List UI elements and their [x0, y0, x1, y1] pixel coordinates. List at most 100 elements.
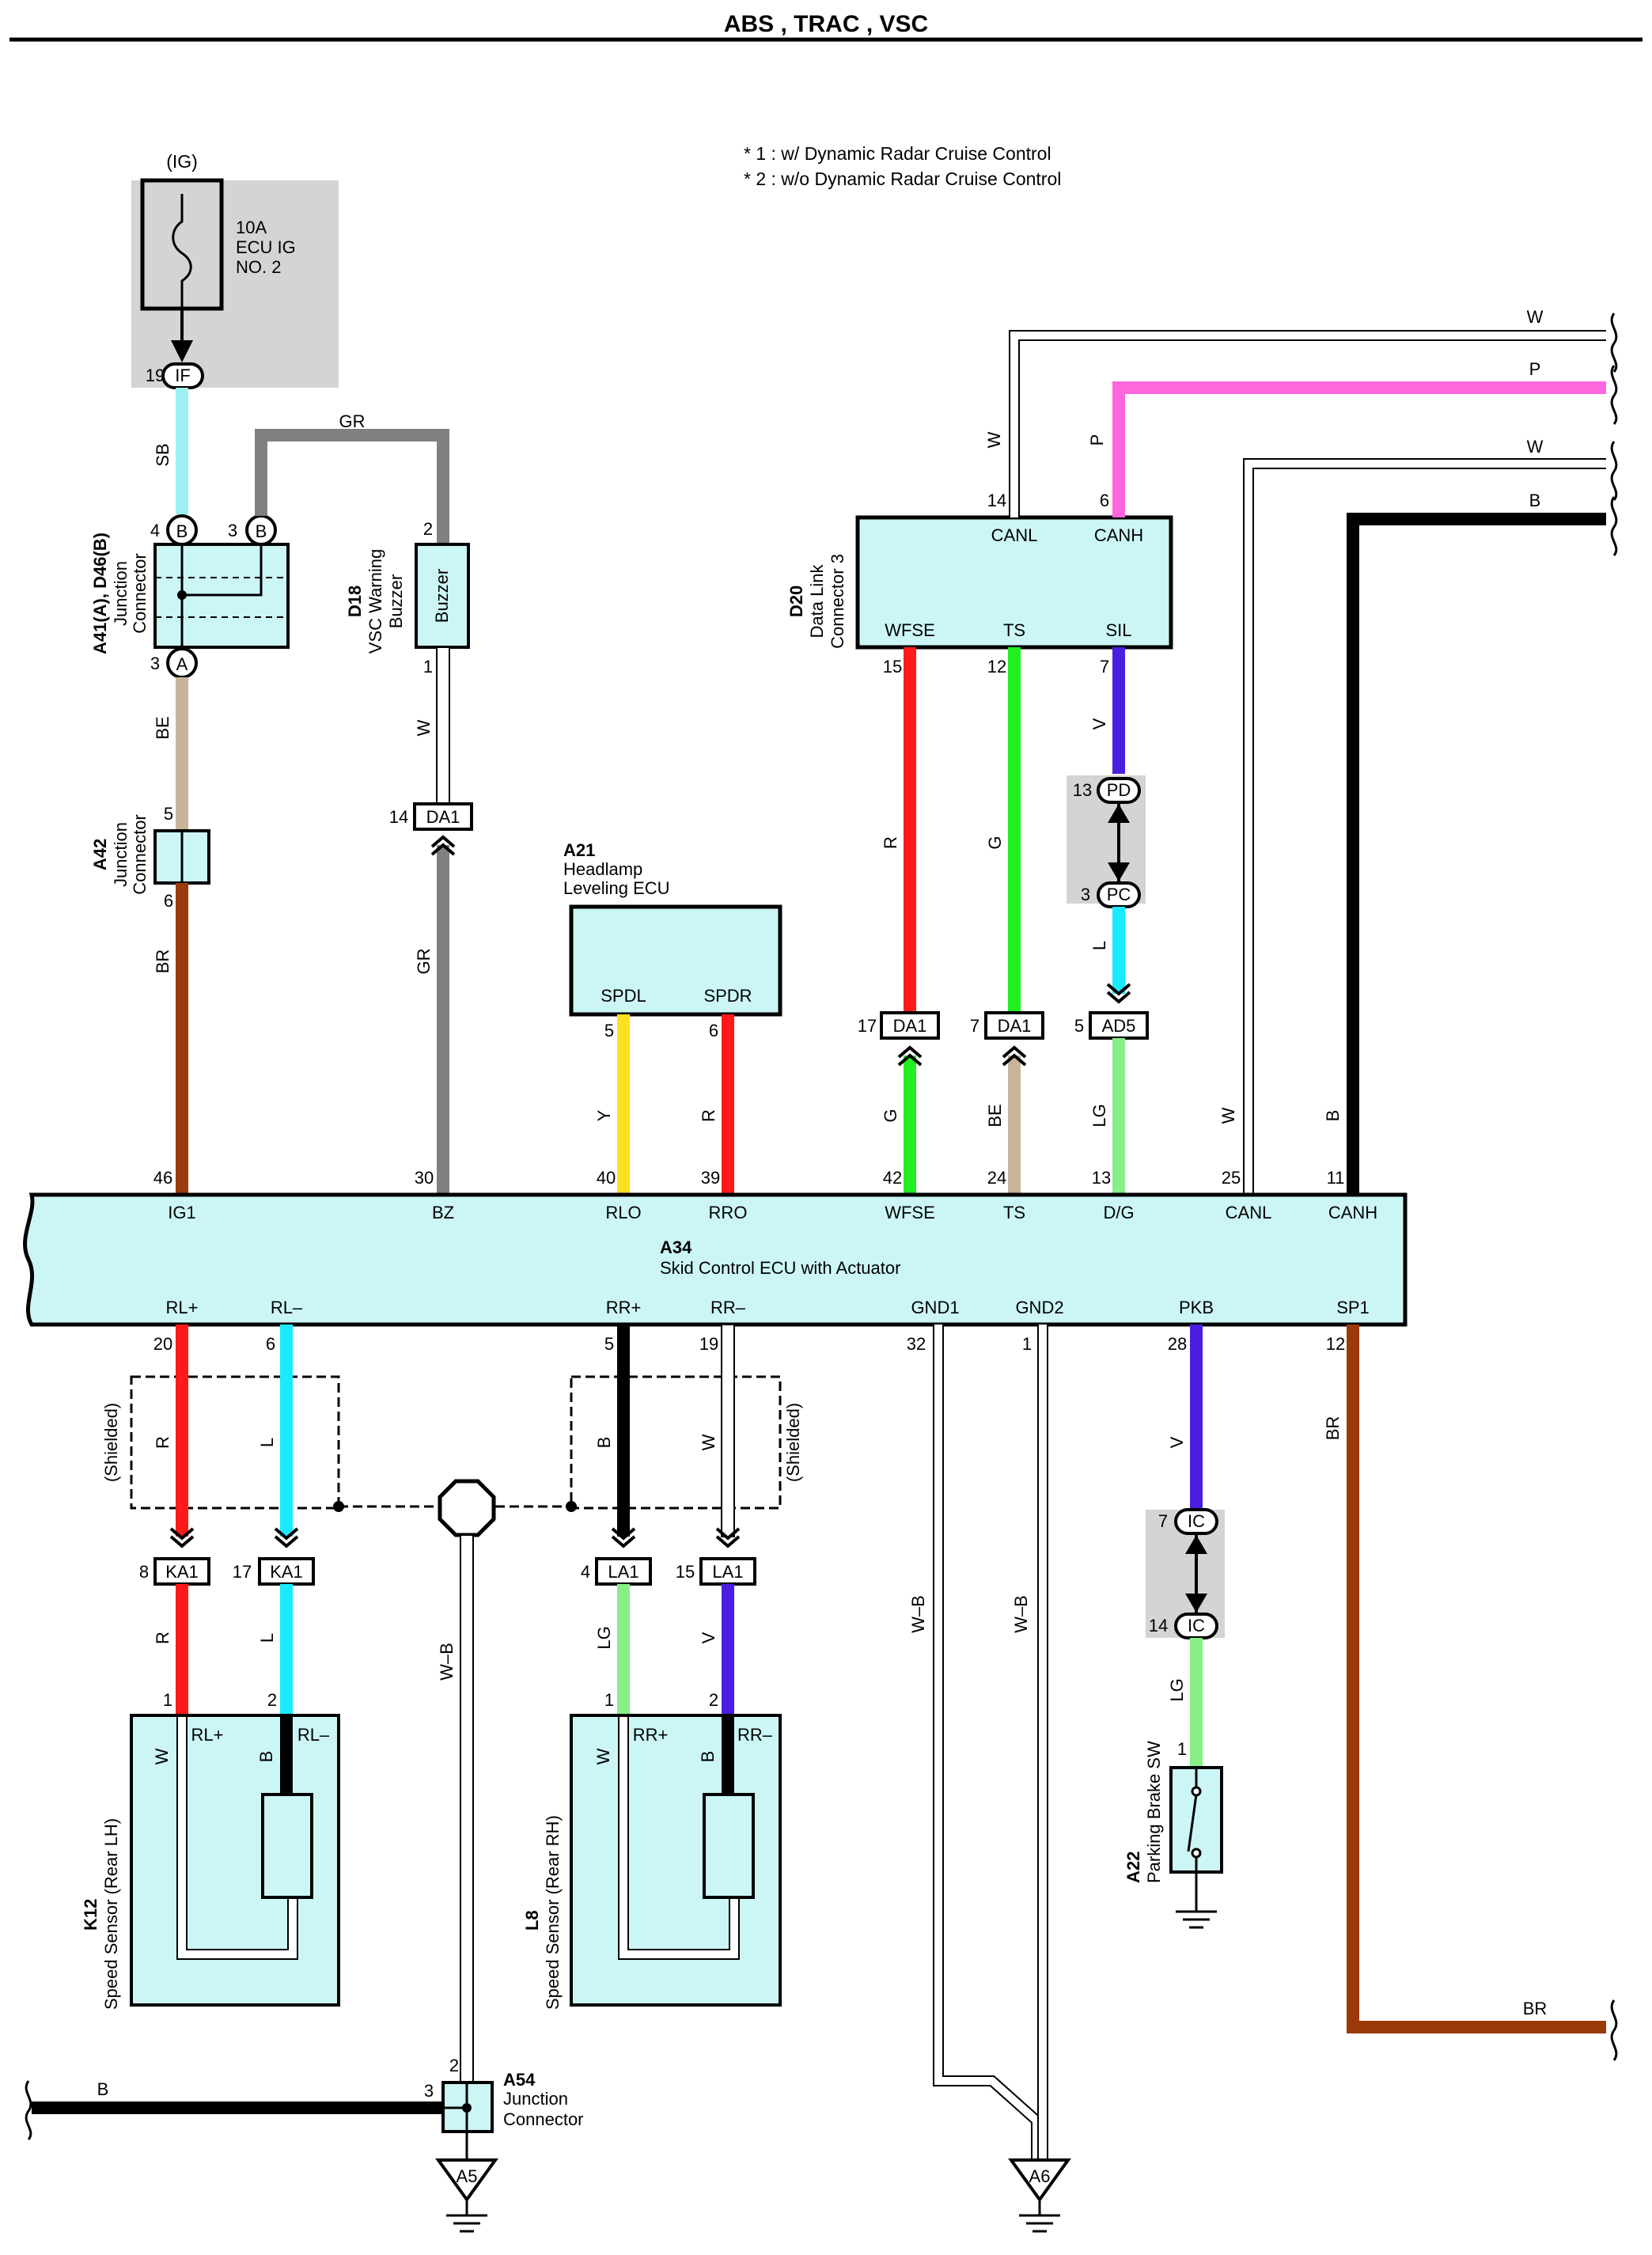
svg-text:B: B	[698, 1751, 718, 1763]
svg-text:W: W	[414, 719, 434, 736]
svg-text:K12: K12	[81, 1899, 100, 1931]
svg-text:8: 8	[139, 1562, 149, 1582]
shield-box-rh	[570, 1375, 782, 1510]
svg-text:A6: A6	[1029, 2166, 1051, 2186]
svg-text:Leveling ECU: Leveling ECU	[563, 878, 670, 898]
svg-text:KA1: KA1	[270, 1562, 303, 1582]
svg-text:4: 4	[581, 1562, 590, 1582]
svg-text:W: W	[1218, 1107, 1238, 1124]
svg-text:7: 7	[1158, 1511, 1168, 1531]
svg-text:LG: LG	[1089, 1104, 1109, 1127]
svg-text:Junction: Junction	[503, 2089, 568, 2109]
svg-text:DA1: DA1	[426, 807, 460, 827]
wire-l-dg	[1112, 907, 1125, 994]
svg-text:RRO: RRO	[709, 1203, 748, 1222]
svg-text:13: 13	[1092, 1168, 1111, 1188]
svg-text:4: 4	[150, 521, 160, 540]
wire-b-canh-ecu	[1347, 513, 1606, 1195]
wire-r-rlplus	[176, 1325, 188, 1537]
wire-w-buzzer	[436, 646, 450, 816]
svg-text:Connector: Connector	[130, 814, 150, 895]
svg-text:B: B	[256, 521, 267, 541]
svg-text:5: 5	[604, 1021, 614, 1040]
svg-text:B: B	[256, 1751, 276, 1763]
svg-text:G: G	[985, 836, 1005, 849]
svg-text:TS: TS	[1003, 1203, 1025, 1222]
wire-wb-shield	[460, 1534, 474, 2090]
svg-text:17: 17	[233, 1562, 252, 1582]
svg-text:B: B	[1323, 1110, 1343, 1122]
arrow-down-icon	[1185, 1594, 1207, 1613]
svg-text:6: 6	[709, 1021, 718, 1040]
svg-text:CANH: CANH	[1328, 1203, 1377, 1222]
arrow-up-icon	[1185, 1535, 1207, 1554]
svg-text:R: R	[881, 836, 900, 849]
wire-br-ig	[176, 883, 188, 1195]
svg-text:KA1: KA1	[165, 1562, 199, 1582]
wire-v-pkb	[1190, 1325, 1203, 1514]
svg-text:A54: A54	[503, 2070, 536, 2090]
svg-text:RR–: RR–	[710, 1298, 746, 1317]
svg-text:A: A	[176, 654, 188, 674]
arrow-down-icon	[171, 340, 193, 362]
svg-text:B: B	[176, 521, 188, 541]
arrow-down-icon	[1108, 862, 1130, 881]
svg-text:GND1: GND1	[911, 1298, 959, 1317]
wire-be-ts-ecu	[1008, 1055, 1021, 1195]
svg-text:3: 3	[228, 521, 237, 540]
svg-text:RR+: RR+	[606, 1298, 642, 1317]
da1-wfse-connector	[880, 1011, 940, 1040]
svg-text:7: 7	[970, 1016, 979, 1036]
ecu-a34-box	[23, 1192, 1408, 1327]
note-2: * 2 : w/o Dynamic Radar Cruise Control	[744, 169, 1061, 189]
svg-text:A5: A5	[457, 2166, 478, 2186]
svg-text:RL–: RL–	[271, 1298, 303, 1317]
svg-text:LG: LG	[1167, 1678, 1187, 1701]
ecu-top-terminals: 46 IG1 30 BZ 40 RLO 39 RRO 42 WFSE 24 TS…	[153, 1168, 1377, 1222]
svg-text:R: R	[153, 1632, 172, 1644]
svg-text:3: 3	[1081, 885, 1090, 904]
wire-be	[176, 677, 188, 831]
ecu-bottom-terminals: RL+ 20 RL– 6 RR+ 5 RR– 19 GND1 32 GND2 1…	[153, 1298, 1370, 1354]
da1-buzzer-connector	[413, 802, 473, 831]
svg-text:7: 7	[1100, 657, 1109, 676]
svg-text:Connector 3: Connector 3	[828, 554, 847, 649]
wire-gr-top	[255, 429, 449, 544]
svg-text:A41(A), D46(B): A41(A), D46(B)	[90, 532, 110, 654]
svg-text:SPDR: SPDR	[703, 986, 752, 1006]
svg-text:SP1: SP1	[1336, 1298, 1370, 1317]
svg-text:IC: IC	[1188, 1511, 1205, 1531]
wire-b-rrplus	[617, 1325, 630, 1537]
svg-text:RL–: RL–	[297, 1725, 330, 1745]
ground-a6-marker	[1008, 2158, 1071, 2203]
wire-br-sp1	[1347, 1325, 1606, 2033]
svg-text:30: 30	[415, 1168, 434, 1188]
headlamp-ecu-box	[569, 904, 782, 1017]
wire-y	[617, 1014, 630, 1195]
svg-text:WFSE: WFSE	[885, 620, 935, 640]
svg-text:28: 28	[1168, 1334, 1187, 1354]
svg-text:6: 6	[1100, 491, 1109, 510]
buzzer-label: Buzzer	[432, 569, 452, 623]
svg-text:17: 17	[858, 1016, 877, 1036]
svg-text:Speed Sensor (Rear RH): Speed Sensor (Rear RH)	[543, 1815, 563, 2010]
pin-b4	[166, 514, 198, 546]
fuse-icon	[172, 194, 192, 316]
svg-text:CANL: CANL	[1226, 1203, 1272, 1222]
ig-source-label: (IG)	[166, 151, 198, 172]
wire-break-icon	[25, 2080, 32, 2140]
svg-text:DA1: DA1	[893, 1016, 927, 1036]
svg-text:W–B: W–B	[908, 1595, 928, 1633]
svg-text:PD: PD	[1107, 780, 1131, 800]
svg-text:L: L	[257, 1633, 277, 1643]
svg-text:Skid Control ECU with Actuator: Skid Control ECU with Actuator	[660, 1258, 900, 1278]
svg-text:46: 46	[153, 1168, 172, 1188]
svg-text:V: V	[1089, 718, 1109, 730]
svg-text:B: B	[594, 1437, 614, 1449]
svg-text:(Shielded): (Shielded)	[101, 1403, 121, 1482]
svg-text:B: B	[97, 2079, 109, 2099]
svg-text:AD5: AD5	[1102, 1016, 1136, 1036]
svg-text:A34: A34	[660, 1237, 692, 1257]
if-connector-label: IF	[175, 366, 191, 385]
